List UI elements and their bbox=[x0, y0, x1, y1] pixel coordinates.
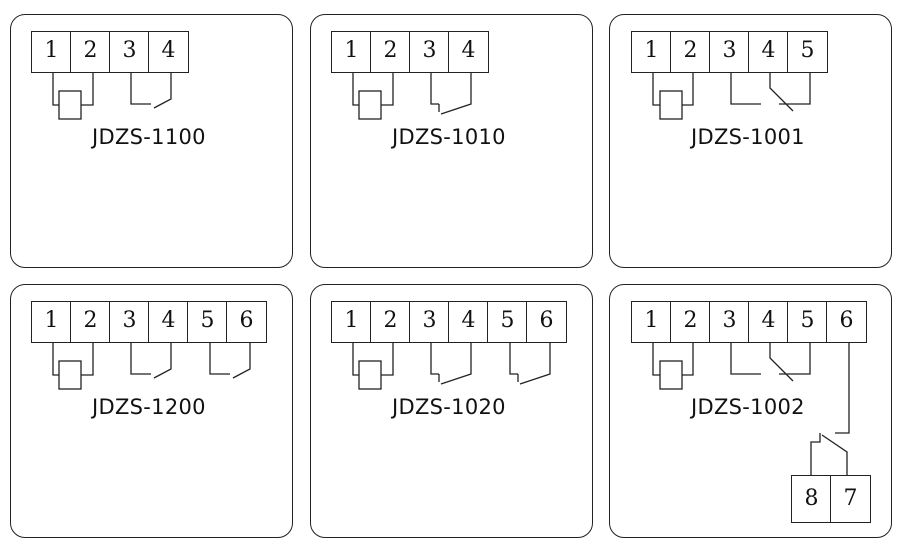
terminal-1: 1 bbox=[31, 31, 72, 73]
model-label: JDZS-1020 bbox=[392, 395, 506, 419]
terminal-6: 6 bbox=[526, 301, 567, 343]
model-label: JDZS-1002 bbox=[691, 395, 805, 419]
coil-label: U bbox=[363, 365, 377, 383]
diagram-panel-jdzs-1002: 1 2 3 4 5 6 8 7 U JDZS-1002 bbox=[609, 284, 892, 538]
terminal-1: 1 bbox=[331, 31, 372, 73]
terminal-2: 2 bbox=[70, 301, 111, 343]
terminal-4: 4 bbox=[148, 301, 189, 343]
terminal-3: 3 bbox=[709, 301, 750, 343]
terminal-2: 2 bbox=[70, 31, 111, 73]
terminal-2: 2 bbox=[670, 31, 711, 73]
coil-label: U bbox=[63, 365, 77, 383]
terminal-1: 1 bbox=[31, 301, 72, 343]
terminal-6: 6 bbox=[226, 301, 267, 343]
terminal-5: 5 bbox=[787, 31, 828, 73]
terminal-7: 7 bbox=[830, 475, 871, 523]
model-label: JDZS-1200 bbox=[92, 395, 206, 419]
terminal-8: 8 bbox=[791, 475, 832, 523]
terminal-1: 1 bbox=[331, 301, 372, 343]
diagram-panel-jdzs-1020: 1 2 3 4 5 6 U JDZS-1020 bbox=[310, 284, 593, 538]
diagram-panel-jdzs-1200: 1 2 3 4 5 6 U JDZS-1200 bbox=[10, 284, 293, 538]
terminal-4: 4 bbox=[148, 31, 189, 73]
terminal-2: 2 bbox=[370, 31, 411, 73]
terminal-3: 3 bbox=[409, 31, 450, 73]
terminal-2: 2 bbox=[670, 301, 711, 343]
coil-label: U bbox=[664, 365, 678, 383]
coil-label: U bbox=[664, 95, 678, 113]
terminal-3: 3 bbox=[709, 31, 750, 73]
terminal-1: 1 bbox=[631, 301, 672, 343]
terminal-4: 4 bbox=[448, 31, 489, 73]
diagram-panel-jdzs-1010: 1 2 3 4 U JDZS-1010 bbox=[310, 14, 593, 268]
terminal-5: 5 bbox=[187, 301, 228, 343]
coil-label: U bbox=[363, 95, 377, 113]
diagram-panel-jdzs-1100: 1 2 3 4 U JDZS-1100 bbox=[10, 14, 293, 268]
terminal-4: 4 bbox=[448, 301, 489, 343]
terminal-1: 1 bbox=[631, 31, 672, 73]
terminal-2: 2 bbox=[370, 301, 411, 343]
terminal-5: 5 bbox=[787, 301, 828, 343]
terminal-4: 4 bbox=[748, 301, 789, 343]
terminal-4: 4 bbox=[748, 31, 789, 73]
coil-label: U bbox=[63, 95, 77, 113]
model-label: JDZS-1100 bbox=[92, 125, 206, 149]
terminal-6: 6 bbox=[826, 301, 867, 343]
terminal-3: 3 bbox=[409, 301, 450, 343]
terminal-3: 3 bbox=[109, 301, 150, 343]
diagram-panel-jdzs-1001: 1 2 3 4 5 U JDZS-1001 bbox=[609, 14, 892, 268]
terminal-5: 5 bbox=[487, 301, 528, 343]
model-label: JDZS-1010 bbox=[392, 125, 506, 149]
terminal-3: 3 bbox=[109, 31, 150, 73]
model-label: JDZS-1001 bbox=[691, 125, 805, 149]
